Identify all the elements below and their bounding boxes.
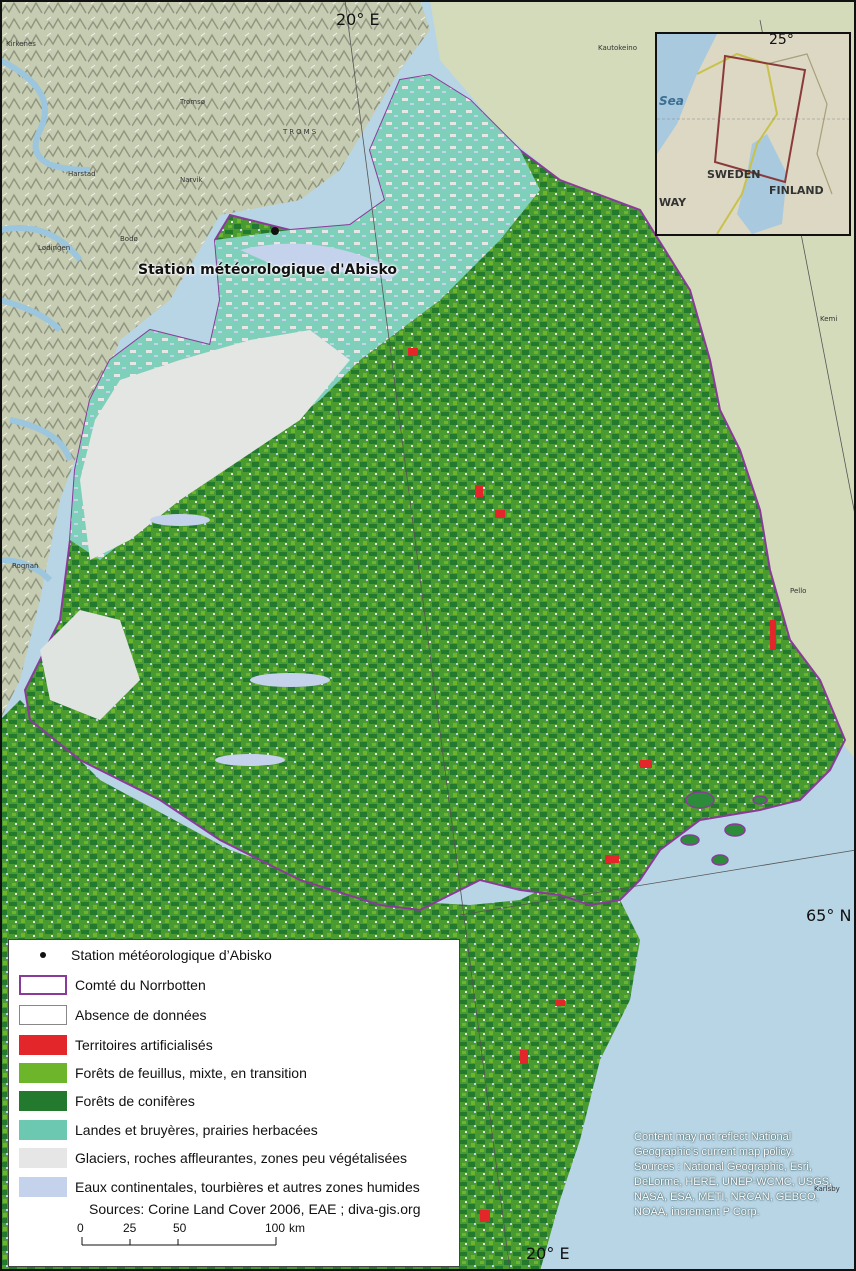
legend-label: Territoires artificialisés <box>75 1037 213 1053</box>
legend-item-artificial: Territoires artificialisés <box>19 1033 213 1057</box>
lake <box>215 754 285 766</box>
town-label: Harstad <box>68 170 96 178</box>
inset-locator-map: 25° Sea SWEDEN FINLAND WAY <box>655 32 851 236</box>
legend-item-conifer: Forêts de conifères <box>19 1089 195 1113</box>
region-label: TROMS <box>283 128 319 136</box>
town-label: Narvik <box>180 176 203 184</box>
map-legend: Station météorologique d’Abisko Comté du… <box>8 939 460 1267</box>
legend-swatch <box>19 975 67 995</box>
meridian-label-bottom: 20° E <box>526 1244 570 1263</box>
scale-tick: 0 <box>77 1221 84 1235</box>
scale-bar: 0 25 50 100 km <box>77 1221 307 1247</box>
town-label: Rognan <box>12 562 39 570</box>
inset-sea-label: Sea <box>659 94 684 108</box>
inset-bothnia <box>737 134 787 234</box>
legend-swatch <box>19 1177 67 1197</box>
legend-sources: Sources: Corine Land Cover 2006, EAE ; d… <box>89 1201 421 1217</box>
legend-item-water: Eaux continentales, tourbières et autres… <box>19 1175 420 1199</box>
town-label: Bodø <box>120 235 138 243</box>
barren-zone-2 <box>40 610 140 720</box>
station-label: Station météorologique d'Abisko <box>138 262 398 278</box>
inset-extent <box>713 54 807 184</box>
lake <box>250 673 330 687</box>
meridian-label-top: 20° E <box>336 10 380 29</box>
legend-label: Station météorologique d’Abisko <box>71 947 272 963</box>
inset-sea <box>657 34 717 154</box>
legend-swatch <box>19 1005 67 1025</box>
lake <box>150 514 210 526</box>
inset-country-sweden: SWEDEN <box>707 168 761 181</box>
legend-station-symbol <box>40 952 46 958</box>
inset-country-finland: FINLAND <box>769 184 824 197</box>
legend-item-heath: Landes et bruyères, prairies herbacées <box>19 1118 318 1142</box>
archipelago <box>680 791 768 866</box>
scale-tick: 50 <box>173 1221 187 1235</box>
inset-sweden-border <box>696 52 779 234</box>
scale-unit: km <box>289 1221 305 1235</box>
legend-item-deciduous: Forêts de feuillus, mixte, en transition <box>19 1061 307 1085</box>
fjords <box>0 57 91 583</box>
inset-finland-border <box>766 53 833 195</box>
scale-tick: 25 <box>123 1221 137 1235</box>
legend-label: Forêts de conifères <box>75 1093 195 1109</box>
legend-swatch <box>19 1063 67 1083</box>
artificial-areas <box>408 348 776 1222</box>
legend-swatch <box>19 1148 67 1168</box>
inset-top-label: 25° <box>769 32 794 48</box>
legend-label: Eaux continentales, tourbières et autres… <box>75 1179 420 1195</box>
map-credit: Content may not reflect National Geograp… <box>634 1131 833 1218</box>
legend-label: Glaciers, roches affleurantes, zones peu… <box>75 1150 408 1166</box>
inset-country-norway: WAY <box>659 196 687 209</box>
town-label: Kautokeino <box>598 44 637 52</box>
parallel-65n <box>459 849 856 916</box>
scale-tick: 100 <box>265 1221 286 1235</box>
legend-item-county: Comté du Norrbotten <box>19 973 206 997</box>
town-label: Tromsø <box>180 98 206 106</box>
legend-item-no-data: Absence de données <box>19 1003 207 1027</box>
legend-label: Absence de données <box>75 1007 207 1023</box>
scale-bar-line <box>81 1237 277 1246</box>
meridian-20e <box>344 0 511 1271</box>
legend-swatch <box>19 1120 67 1140</box>
legend-item-glacier: Glaciers, roches affleurantes, zones peu… <box>19 1146 407 1170</box>
town-label: Pello <box>790 587 807 595</box>
town-label: Karlsby <box>814 1185 840 1193</box>
parallel-label: 65° N <box>806 906 852 925</box>
town-label: Kirkenes <box>6 40 36 48</box>
legend-label: Landes et bruyères, prairies herbacées <box>75 1122 318 1138</box>
town-label: Kemi <box>820 315 838 323</box>
legend-swatch <box>19 1035 67 1055</box>
legend-label: Forêts de feuillus, mixte, en transition <box>75 1065 307 1081</box>
legend-item-station: Station météorologique d’Abisko <box>19 943 272 967</box>
inset-svg <box>657 34 849 234</box>
station-marker[interactable] <box>271 227 279 235</box>
town-label: Lødingen <box>38 244 71 252</box>
legend-swatch <box>19 1091 67 1111</box>
legend-label: Comté du Norrbotten <box>75 977 206 993</box>
norway-land <box>0 0 430 720</box>
lake-tornetrask <box>240 243 400 280</box>
barren-zone <box>80 330 350 560</box>
